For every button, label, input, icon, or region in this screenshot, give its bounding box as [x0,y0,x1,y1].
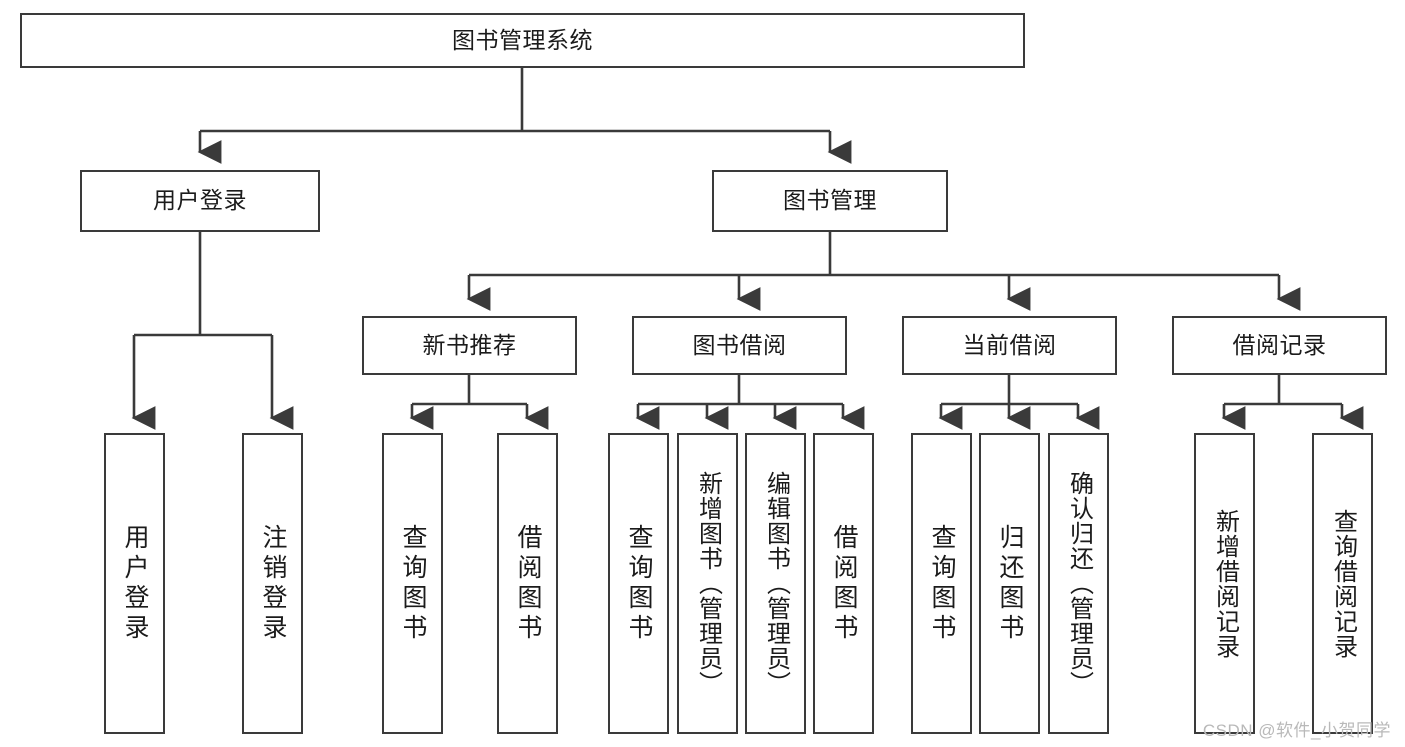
node-current-borrow[interactable]: 当前借阅 [902,316,1117,375]
node-book-manage[interactable]: 图书管理 [712,170,948,232]
node-user-login[interactable]: 用户登录 [80,170,320,232]
node-leaf-add-record-label: 新增借阅记录 [1211,508,1239,659]
node-leaf-add-record[interactable]: 新增借阅记录 [1194,433,1255,734]
node-book-borrow[interactable]: 图书借阅 [632,316,847,375]
node-leaf-borrow-book-2[interactable]: 借阅图书 [813,433,874,734]
node-leaf-query-book-2-label: 查询图书 [625,523,653,644]
node-current-borrow-label: 当前借阅 [962,331,1057,358]
node-book-borrow-label: 图书借阅 [692,331,787,358]
node-leaf-return-book-label: 归还图书 [996,523,1024,644]
node-borrow-record-label: 借阅记录 [1232,331,1327,358]
node-leaf-user-login[interactable]: 用户登录 [104,433,165,734]
csdn-watermark: CSDN @软件_小贺同学 [1202,721,1391,740]
node-user-login-label: 用户登录 [153,187,247,214]
node-leaf-add-book[interactable]: 新增图书（管理员） [677,433,738,734]
node-root[interactable]: 图书管理系统 [20,13,1025,68]
node-leaf-logout[interactable]: 注销登录 [242,433,303,734]
node-leaf-query-book-3[interactable]: 查询图书 [911,433,972,734]
node-leaf-add-book-label: 新增图书（管理员） [694,471,722,696]
node-leaf-confirm-return-label: 确认归还（管理员） [1065,471,1093,696]
node-book-manage-label: 图书管理 [783,187,877,214]
node-leaf-logout-label: 注销登录 [259,523,287,644]
node-leaf-borrow-book-1-label: 借阅图书 [514,523,542,644]
node-leaf-query-book-1[interactable]: 查询图书 [382,433,443,734]
node-leaf-edit-book-label: 编辑图书（管理员） [762,471,790,696]
node-leaf-query-book-1-label: 查询图书 [399,523,427,644]
node-leaf-confirm-return[interactable]: 确认归还（管理员） [1048,433,1109,734]
node-leaf-query-book-3-label: 查询图书 [928,523,956,644]
node-root-label: 图书管理系统 [452,26,593,53]
node-leaf-query-record-label: 查询借阅记录 [1329,508,1357,659]
node-leaf-return-book[interactable]: 归还图书 [979,433,1040,734]
node-new-book-recommend-label: 新书推荐 [422,331,517,358]
node-borrow-record[interactable]: 借阅记录 [1172,316,1387,375]
node-leaf-borrow-book-1[interactable]: 借阅图书 [497,433,558,734]
node-leaf-query-record[interactable]: 查询借阅记录 [1312,433,1373,734]
node-leaf-query-book-2[interactable]: 查询图书 [608,433,669,734]
node-leaf-edit-book[interactable]: 编辑图书（管理员） [745,433,806,734]
node-leaf-borrow-book-2-label: 借阅图书 [830,523,858,644]
node-leaf-user-login-label: 用户登录 [121,523,149,644]
node-new-book-recommend[interactable]: 新书推荐 [362,316,577,375]
